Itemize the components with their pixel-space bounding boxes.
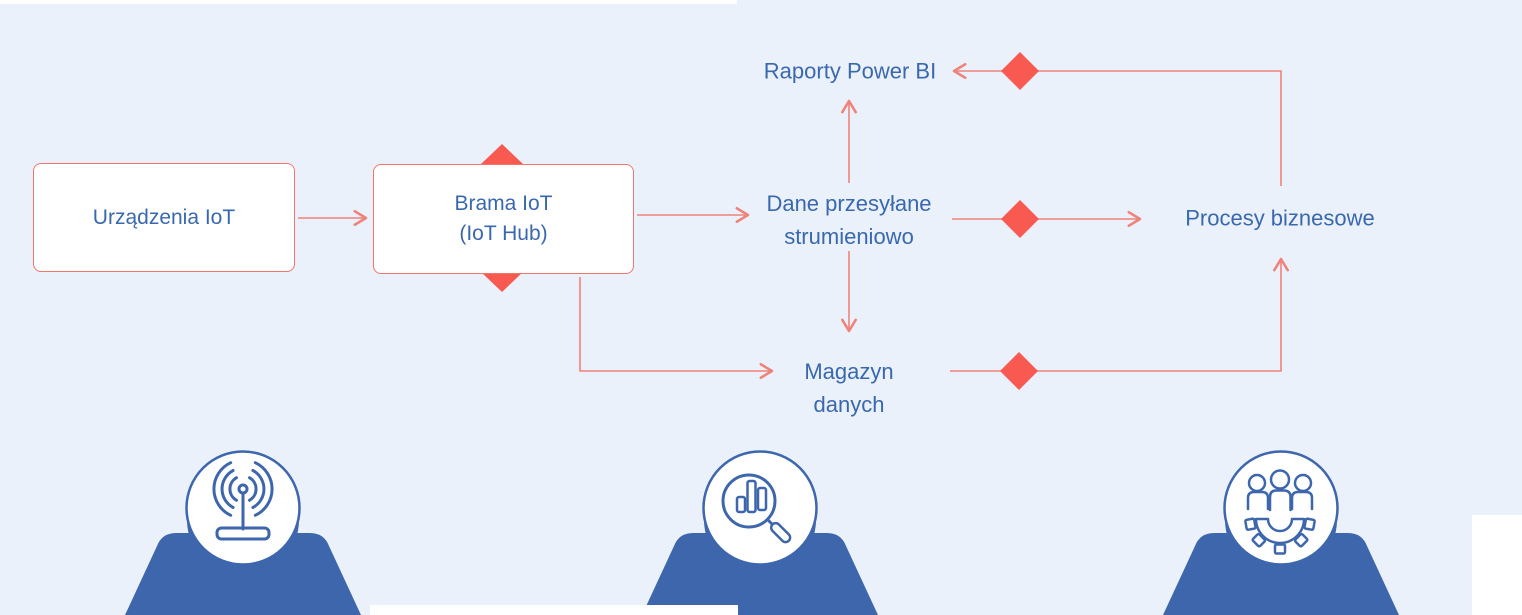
persona-business-team (1141, 445, 1421, 615)
persona-data-analysis (620, 445, 900, 615)
broadcast-antenna-icon (125, 450, 361, 615)
page-edge-artifact-top (0, 0, 737, 4)
persona-iot-devices (103, 445, 383, 615)
arrow-storage-to-processes (950, 257, 1289, 372)
team-gear-icon (1163, 450, 1399, 615)
arrow-processes-to-reports (952, 63, 1282, 186)
node-streaming-data: Dane przesyłane strumieniowo (766, 191, 932, 249)
node-business-processes: Procesy biznesowe (1185, 205, 1375, 231)
page-edge-artifact-corner (1472, 515, 1522, 615)
diamond-marker-storage (1000, 352, 1038, 390)
diamond-marker-processes (1001, 200, 1039, 238)
node-iot-devices: Urządzenia IoT (33, 163, 295, 272)
page-edge-artifact-bottom (370, 605, 738, 615)
node-iot-gateway: Brama IoT (IoT Hub) (373, 164, 634, 274)
diamond-marker-reports (1001, 52, 1039, 90)
arrow-gateway-to-storage (579, 277, 774, 379)
node-data-warehouse: Magazyn danych (804, 359, 894, 417)
node-power-bi-reports: Raporty Power BI (763, 58, 937, 84)
chart-magnifier-icon (642, 450, 878, 615)
